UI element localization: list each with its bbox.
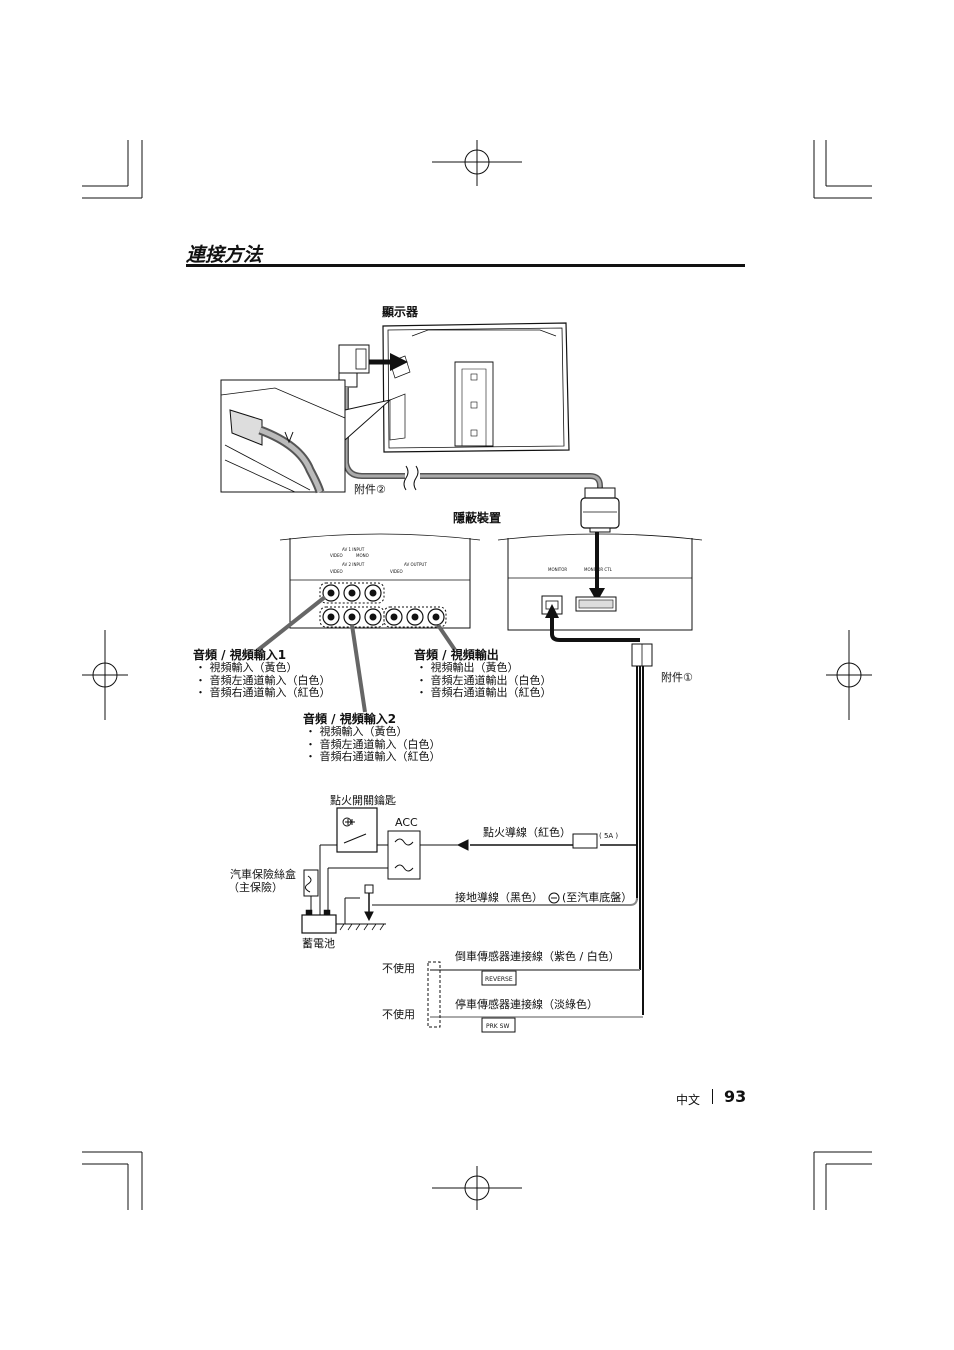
av-in2-list: 視頻輸入（黃色） 音頻左通道輸入（白色） 音頻右通道輸入（紅色） [305, 725, 441, 764]
av-in1-list: 視頻輸入（黃色） 音頻左通道輸入（白色） 音頻右通道輸入（紅色） [195, 661, 331, 700]
list-item: 音頻右通道輸出（紅色） [416, 686, 552, 700]
monitor-port-label: MONITOR [548, 567, 567, 572]
panel-video-label-2: VIDEO [330, 569, 343, 574]
av-output-label: AV OUTPUT [404, 562, 427, 567]
monitor-illustration [382, 322, 570, 453]
av1-input-label: AV 1 INPUT [342, 547, 365, 552]
monitor-ctl-label: MONITOR CTL [584, 567, 613, 572]
fuse-rating: ( 5A ) [599, 832, 618, 840]
cable-break-mark [403, 465, 419, 491]
list-item: 音頻右通道輸入（紅色） [195, 686, 331, 700]
fuse-box-label-2: （主保險） [228, 881, 283, 894]
page-title: 連接方法 [186, 244, 263, 266]
panel-video-label-1: VIDEO [330, 553, 343, 558]
ground-dest-label: (至汽車底盤） [562, 891, 633, 904]
group-pointer-lines [256, 595, 457, 713]
crop-marks [82, 140, 872, 1210]
reverse-tag: REVERSE [485, 976, 513, 983]
title-rule [186, 264, 745, 267]
av2-input-label: AV 2 INPUT [342, 562, 365, 567]
list-item: 音頻右通道輸入（紅色） [305, 750, 441, 764]
page-number: 93 [724, 1087, 747, 1106]
list-item: 視頻輸入（黃色） [305, 725, 441, 739]
panel-text: AV 1 INPUT VIDEO MONO AV 2 INPUT VIDEO A… [330, 547, 613, 574]
arrow-to-monitor-icon [369, 353, 408, 371]
hidden-unit-right-panel [497, 533, 703, 631]
registration-mark-left [82, 630, 128, 720]
not-used-label-1: 不使用 [382, 962, 415, 975]
av-in1-heading: 音頻 / 視頻輸入1 [193, 648, 287, 662]
harness-cable [545, 604, 653, 1015]
ignition-wire-label: 點火導線（紅色） [483, 826, 571, 839]
list-item: 視頻輸出（黃色） [416, 661, 552, 675]
footer-divider [712, 1089, 713, 1104]
prk-tag: PRK SW [486, 1023, 509, 1030]
av-out-heading: 音頻 / 視頻輸出 [414, 648, 499, 662]
ignition-key-label: 點火開關鑰匙 [330, 794, 396, 807]
acc-label: ACC [395, 816, 418, 829]
inset-connector-closeup [220, 379, 392, 494]
panel-video-label-3: VIDEO [390, 569, 403, 574]
ground-wire-label: 接地導線（黑色） [455, 891, 543, 904]
ground-wire [372, 892, 638, 906]
fuse-box-label-1: 汽車保險絲盒 [230, 868, 296, 881]
hidden-unit-cable-connector [580, 487, 620, 533]
monitor-connector-plug [338, 344, 370, 388]
ignition-wiring [301, 807, 637, 934]
reverse-wire [430, 969, 640, 986]
registration-mark-bottom [432, 1166, 522, 1210]
list-item: 音頻左通道輸出（白色） [416, 674, 552, 688]
av-out-list: 視頻輸出（黃色） 音頻左通道輸出（白色） 音頻右通道輸出（紅色） [416, 661, 552, 700]
accessory1-label: 附件① [661, 671, 693, 684]
not-used-bracket [427, 961, 441, 1028]
hidden-unit-left-panel [279, 533, 481, 629]
list-item: 音頻左通道輸入（白色） [305, 738, 441, 752]
parking-wire-label: 停車傳感器連接線（淡綠色） [455, 998, 598, 1011]
battery-label: 蓄電池 [302, 937, 335, 950]
parking-wire [430, 1016, 643, 1033]
list-item: 視頻輸入（黃色） [195, 661, 331, 675]
registration-mark-top [432, 140, 522, 186]
monitor-label: 顯示器 [382, 305, 419, 319]
reverse-wire-label: 倒車傳感器連接線（紫色 / 白色） [455, 950, 620, 963]
arrow-to-ctl-port-icon [589, 532, 605, 602]
hidden-unit-label: 隱蔽裝置 [453, 511, 502, 525]
av-in2-heading: 音頻 / 視頻輸入2 [303, 712, 397, 726]
accessory2-label: 附件② [354, 483, 386, 496]
registration-mark-right [826, 630, 872, 720]
footer-language: 中文 [676, 1093, 701, 1107]
not-used-label-2: 不使用 [382, 1008, 415, 1021]
list-item: 音頻左通道輸入（白色） [195, 674, 331, 688]
panel-mono-label: MONO [356, 553, 369, 558]
